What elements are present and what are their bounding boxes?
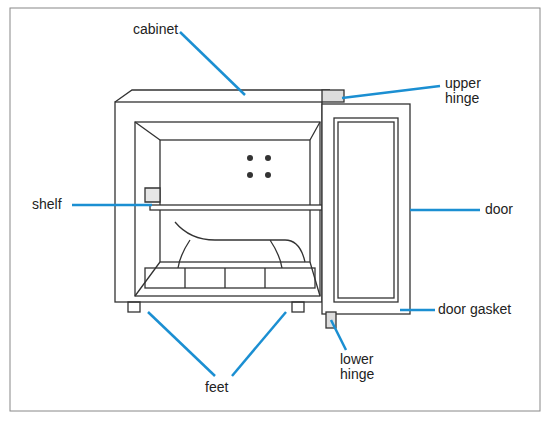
door-glass xyxy=(334,118,398,302)
leader-line xyxy=(232,312,286,376)
part-label: upper hinge xyxy=(445,76,493,106)
back-wall xyxy=(160,140,310,262)
leader-line xyxy=(400,309,435,312)
leader-line xyxy=(72,204,152,207)
leader-line xyxy=(410,209,480,212)
bottom-tray xyxy=(145,268,315,288)
wire-rack xyxy=(175,222,305,268)
part-label: lower hinge xyxy=(340,352,388,382)
part-label: cabinet xyxy=(133,22,213,37)
part-label: door gasket xyxy=(438,302,533,317)
cabinet-drawing xyxy=(115,90,330,312)
screws xyxy=(247,155,271,178)
door-frame xyxy=(322,104,410,314)
leader-line xyxy=(180,32,245,95)
foot-right xyxy=(292,302,304,312)
leader-line xyxy=(331,320,346,350)
screw xyxy=(247,155,253,161)
leader-line xyxy=(342,86,440,98)
cabinet-top xyxy=(115,90,330,102)
upper-hinge-drawing xyxy=(322,90,344,102)
leader-lines xyxy=(72,32,480,376)
screw xyxy=(265,155,271,161)
part-label: feet xyxy=(205,380,250,395)
screw xyxy=(265,172,271,178)
foot-left xyxy=(128,302,140,312)
shelf-drawing xyxy=(150,205,322,210)
door-gasket-line xyxy=(338,122,394,298)
shelf-bracket xyxy=(145,188,160,202)
cabinet-front xyxy=(115,102,322,302)
screw xyxy=(247,172,253,178)
tray-segments xyxy=(185,268,265,288)
door-drawing xyxy=(322,90,410,328)
part-label: door xyxy=(485,202,530,217)
part-label: shelf xyxy=(32,197,77,212)
outer-frame xyxy=(10,8,540,411)
leader-line xyxy=(148,312,215,376)
